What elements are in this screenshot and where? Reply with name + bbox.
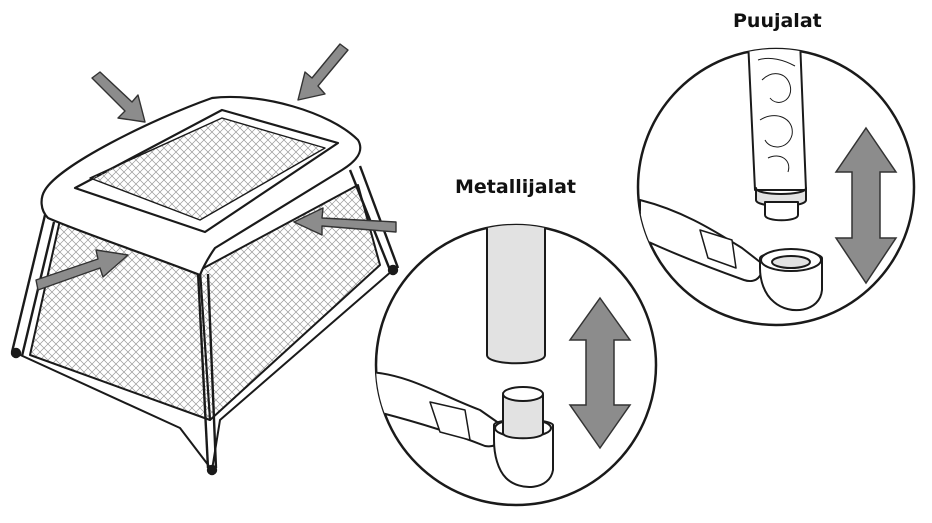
up-down-arrow-icon xyxy=(834,126,898,285)
metal-tube xyxy=(486,225,546,365)
play-yard xyxy=(10,43,400,476)
up-down-arrow-icon xyxy=(568,296,632,450)
wood-legs-label: Puujalat xyxy=(733,10,822,32)
metal-legs-detail xyxy=(374,223,658,507)
top-rail xyxy=(40,95,362,277)
metal-legs-label: Metallijalat xyxy=(455,176,576,198)
wood-grain xyxy=(757,57,796,173)
wood-legs-detail xyxy=(636,47,916,327)
push-down-arrow-icon xyxy=(35,43,397,291)
wooden-leg xyxy=(747,49,807,191)
